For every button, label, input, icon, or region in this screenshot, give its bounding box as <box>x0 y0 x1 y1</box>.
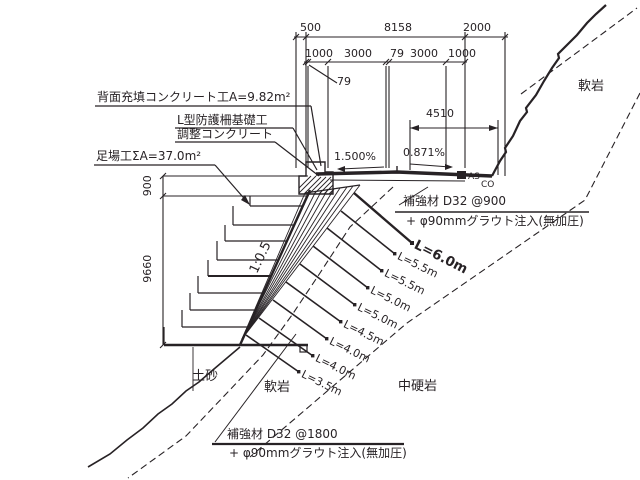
left-dimension <box>159 172 167 349</box>
callout-leveling-concrete: 調整コンクリート <box>177 127 274 141</box>
dim-3000-right: 3000 <box>410 47 438 60</box>
natural-ground-right <box>491 4 607 177</box>
nail-upper-line2: + φ90mmグラウト注入(無加圧) <box>406 214 584 228</box>
as-label: AS <box>468 172 480 182</box>
dim-9660: 9660 <box>141 254 155 283</box>
geology-soft-rock-top: 軟岩 <box>578 79 605 94</box>
callout-scaffolding: 足場工ΣA=37.0m² <box>96 149 202 163</box>
callout-l-fence-foundation: L型防護柵基礎工 <box>177 113 268 127</box>
geology-soft-rock-bottom: 軟岩 <box>264 380 291 395</box>
nail-lower-line1: 補強材 D32 @1800 <box>227 427 338 441</box>
dim-1000-left: 1000 <box>305 47 333 60</box>
road-surface <box>315 163 493 182</box>
dim-500: 500 <box>300 21 321 34</box>
wall-hatch <box>298 175 334 195</box>
slope-face-fan <box>238 184 361 353</box>
nail-end-ticks <box>297 241 414 374</box>
dim-2000: 2000 <box>463 21 491 34</box>
as-pavement-mark <box>457 171 466 179</box>
dim-79-mid: 79 <box>390 47 404 60</box>
grade-right-label: 0.871% <box>403 146 445 159</box>
dimension-chain-sub <box>302 58 469 168</box>
dimension-4510 <box>409 120 499 175</box>
dimension-chain-top <box>292 32 509 176</box>
callout-backfill-concrete: 背面充填コンクリート工A=9.82m² <box>97 90 291 104</box>
geology-medium-hard-rock: 中硬岩 <box>398 379 438 394</box>
dim-3000-left: 3000 <box>344 47 372 60</box>
geology-boundaries <box>127 7 640 479</box>
dim-8158: 8158 <box>384 21 412 34</box>
nail-upper-line1: 補強材 D32 @900 <box>403 194 507 208</box>
dim-4510: 4510 <box>426 107 454 120</box>
co-label: CO <box>481 180 495 190</box>
natural-ground-left <box>87 346 241 468</box>
geology-soil: 土砂 <box>192 369 219 384</box>
soil-nails <box>245 192 414 374</box>
dim-900: 900 <box>141 175 155 197</box>
nail-lower-line2: + φ90mmグラウト注入(無加圧) <box>229 446 407 460</box>
dim-1000-right: 1000 <box>448 47 476 60</box>
grade-left-label: 1.500% <box>334 150 376 163</box>
dim-79-sub: 79 <box>337 75 351 88</box>
excavation-steps <box>163 175 308 391</box>
callout-leaders <box>94 105 589 446</box>
